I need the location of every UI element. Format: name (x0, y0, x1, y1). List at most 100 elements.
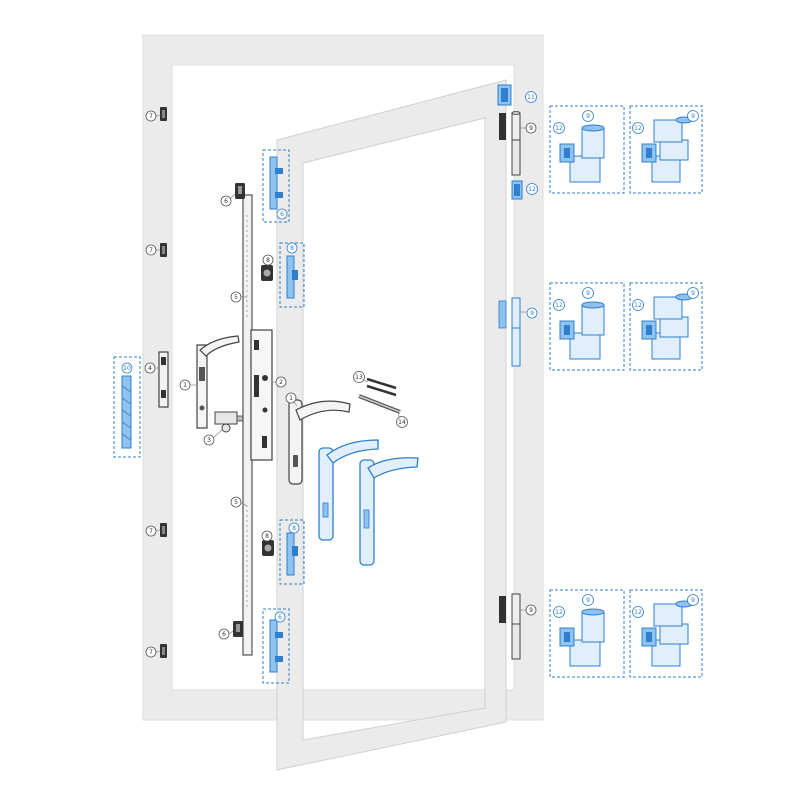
callout-7b: 7 (145, 244, 157, 256)
callout-label: 7 (149, 528, 153, 535)
detail-callout-9: 9 (687, 287, 699, 299)
callout-label: 12 (634, 125, 642, 132)
hinge-top (499, 111, 521, 176)
callout-label: 9 (529, 607, 533, 614)
hinge-detail-panel-middle (549, 282, 703, 371)
hinge-detail-three-part (641, 600, 693, 667)
callout-8-upper: 8 (262, 254, 274, 266)
callout-2: 2 (275, 376, 287, 388)
callout-9-top: 9 (525, 122, 537, 134)
hinge-detail-three-part (641, 116, 693, 183)
hinge-detail-panel-top (549, 105, 703, 194)
detail-callout-9: 9 (687, 594, 699, 606)
detail-callout-9: 9 (582, 594, 594, 606)
hook-bolt-lower (233, 621, 243, 637)
frame-keep (160, 523, 167, 537)
roller-upper (261, 265, 273, 281)
callout-7c: 7 (145, 525, 157, 537)
alt-handle-long (359, 457, 419, 566)
callout-label: 5 (234, 294, 238, 301)
alt-centre-keep (121, 375, 132, 449)
outer-handle (288, 399, 351, 485)
callouts: 7 7 7 7 4 1 6 6 8 8 5 5 2 3 1 13 14 9 9 … (121, 91, 538, 658)
callout-label: 8 (290, 245, 294, 252)
detail-callout-12: 12 (632, 122, 644, 134)
callout-6-lower: 6 (218, 628, 230, 640)
callout-label: 6 (280, 211, 284, 218)
callout-6-upper: 6 (220, 195, 232, 207)
callout-14: 14 (396, 416, 408, 428)
callout-label: 7 (149, 247, 153, 254)
callout-3: 3 (203, 434, 215, 446)
callout-9-middle: 9 (526, 307, 538, 319)
callout-13: 13 (353, 371, 365, 383)
frame-keep (160, 243, 167, 257)
hinge-detail-three-part (641, 293, 693, 360)
callout-label: 9 (530, 310, 534, 317)
detail-callout-12: 12 (632, 606, 644, 618)
callout-7a: 7 (145, 110, 157, 122)
hinge-detail-two-part (559, 608, 605, 667)
euro-cylinder (214, 411, 244, 433)
callout-label: 9 (586, 113, 590, 120)
hinge-detail-two-part (559, 301, 605, 360)
alt-centre-keep-box (113, 356, 141, 458)
callout-5-lower: 5 (230, 496, 242, 508)
callout-label: 4 (148, 365, 152, 372)
callout-label: 12 (634, 609, 642, 616)
callout-8-alt-upper: 8 (286, 242, 298, 254)
detail-callout-12: 12 (632, 299, 644, 311)
roller-lower (262, 540, 274, 556)
callout-label: 5 (234, 499, 238, 506)
callout-label: 2 (279, 379, 283, 386)
callout-1-inner: 1 (179, 379, 191, 391)
callout-label: 9 (691, 113, 695, 120)
callout-label: 1 (183, 382, 187, 389)
callout-8-lower: 8 (261, 530, 273, 542)
callout-6-alt-lower: 6 (274, 611, 286, 623)
callout-6-alt-upper: 6 (276, 208, 288, 220)
callout-label: 7 (149, 649, 153, 656)
detail-callout-9: 9 (582, 110, 594, 122)
detail-callout-9: 9 (582, 287, 594, 299)
callout-label: 6 (278, 614, 282, 621)
callout-label: 14 (398, 419, 406, 426)
spindles (366, 377, 397, 397)
callout-9-bottom: 9 (525, 604, 537, 616)
callout-12-hinge: 12 (526, 183, 538, 195)
hook-bolt-upper (235, 183, 245, 199)
callout-label: 9 (586, 290, 590, 297)
hinge-detail-two-part (559, 124, 605, 183)
callout-5-upper: 5 (230, 291, 242, 303)
hinge-detail-shapes (559, 116, 693, 667)
callout-label: 1 (289, 395, 293, 402)
callout-label: 8 (292, 525, 296, 532)
hinge-top-alt-cap (497, 84, 512, 106)
callout-label: 6 (222, 631, 226, 638)
detail-callout-12: 12 (553, 122, 565, 134)
detail-callout-9: 9 (687, 110, 699, 122)
frame-keeps-group (160, 107, 167, 658)
alt-hook-upper-box (262, 149, 290, 223)
hinge-middle (498, 297, 521, 367)
frame-keep (160, 107, 167, 121)
callout-label: 8 (265, 533, 269, 540)
frame-keep (160, 644, 167, 658)
callout-7d: 7 (145, 646, 157, 658)
centre-keep (158, 351, 169, 408)
callout-label: 8 (266, 257, 270, 264)
callout-11: 11 (525, 91, 537, 103)
callout-label: 12 (555, 609, 563, 616)
callout-label: 11 (527, 94, 535, 101)
detail-callout-12: 12 (553, 606, 565, 618)
callout-label: 9 (529, 125, 533, 132)
callout-label: 9 (691, 290, 695, 297)
callout-label: 6 (224, 198, 228, 205)
fixing-screw (358, 394, 401, 414)
callout-label: 10 (123, 365, 131, 372)
callout-4: 4 (144, 362, 156, 374)
callout-10: 10 (121, 362, 133, 374)
